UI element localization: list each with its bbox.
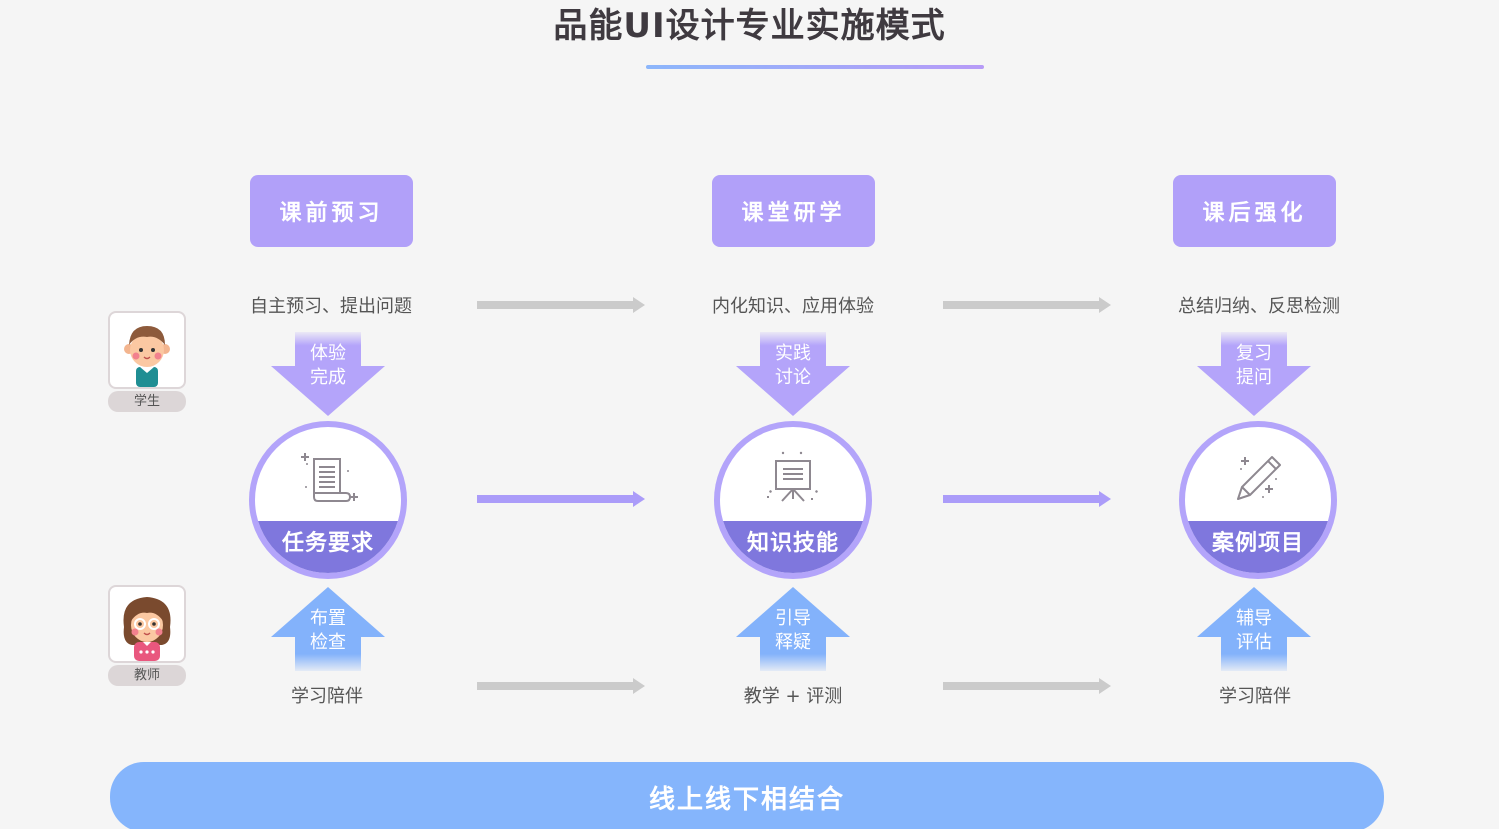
teacher-icon xyxy=(108,585,186,663)
core-label: 案例项目 xyxy=(1211,531,1304,556)
student-icon xyxy=(108,311,186,389)
student-label: 学生 xyxy=(108,391,186,412)
core-task-requirements: 任务要求 xyxy=(249,421,407,579)
page-title: 品能UI设计专业实施模式 xyxy=(553,6,946,46)
phase-post-class: 课后强化 xyxy=(1173,175,1336,247)
teacher-label: 教师 xyxy=(108,665,186,686)
title-underline xyxy=(646,65,984,69)
teacher-arrow-up: 辅导评估 xyxy=(1197,587,1311,671)
teacher-arrow-up: 引导释疑 xyxy=(736,587,850,671)
phase-pre-class: 课前预习 xyxy=(250,175,413,247)
arrow-right-icon xyxy=(943,297,1111,313)
teacher-activity: 学习陪伴 xyxy=(291,686,363,707)
arrow-right-icon xyxy=(477,491,645,507)
pencil-icon xyxy=(1237,456,1281,500)
teacher-arrow-up: 布置检查 xyxy=(271,587,385,671)
student-activity: 自主预习、提出问题 xyxy=(250,296,412,317)
scroll-document-icon xyxy=(301,453,358,502)
student-arrow-down: 复习提问 xyxy=(1197,332,1311,416)
footer-banner: 线上线下相结合 xyxy=(110,762,1384,829)
core-label: 任务要求 xyxy=(281,531,374,556)
student-activity: 内化知识、应用体验 xyxy=(712,296,874,317)
arrow-right-icon xyxy=(943,678,1111,694)
student-avatar: 学生 xyxy=(108,311,186,412)
student-arrow-down: 体验完成 xyxy=(271,332,385,416)
core-label: 知识技能 xyxy=(746,531,839,556)
teacher-activity: 学习陪伴 xyxy=(1219,686,1291,707)
teacher-avatar: 教师 xyxy=(108,585,186,686)
core-case-projects: 案例项目 xyxy=(1179,421,1337,579)
presentation-board-icon xyxy=(767,451,818,502)
arrow-right-icon xyxy=(477,297,645,313)
phase-in-class: 课堂研学 xyxy=(712,175,875,247)
student-activity: 总结归纳、反思检测 xyxy=(1178,296,1340,317)
student-arrow-down: 实践讨论 xyxy=(736,332,850,416)
core-knowledge-skills: 知识技能 xyxy=(714,421,872,579)
teacher-activity: 教学 + 评测 xyxy=(743,686,843,707)
arrow-right-icon xyxy=(943,491,1111,507)
arrow-right-icon xyxy=(477,678,645,694)
